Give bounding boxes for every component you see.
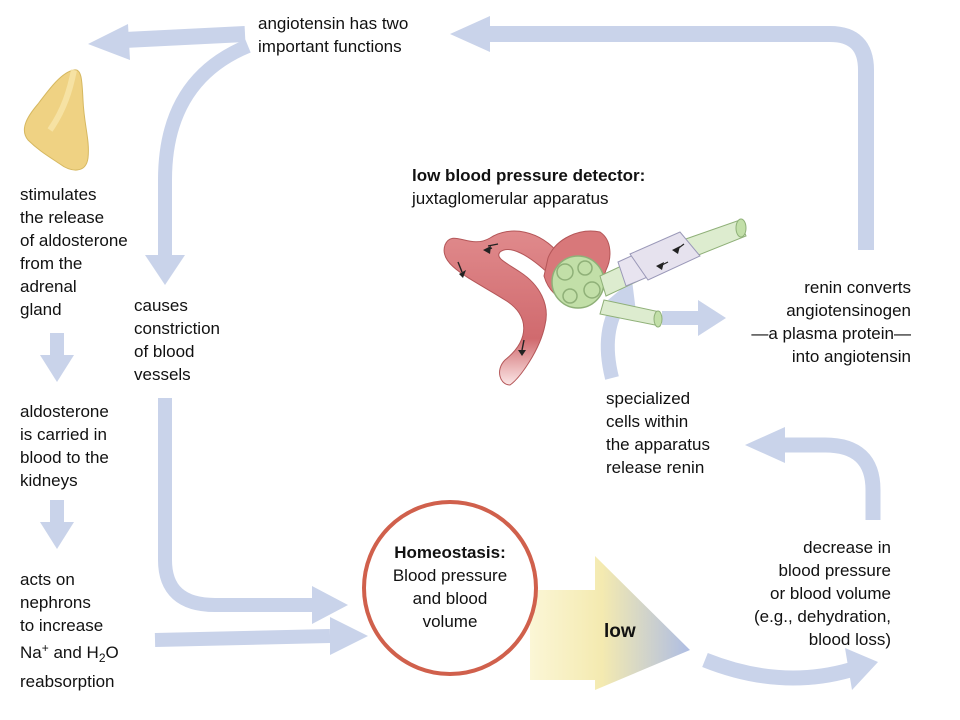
causes-constriction-label: causes constriction of blood vessels: [134, 296, 220, 384]
arrow-reabsorption-to-homeostasis: [154, 617, 368, 655]
arrow-low-to-decrease: [702, 648, 878, 690]
arrow-aldosterone-to-acts: [40, 500, 74, 549]
juxtaglomerular-apparatus-icon: [443, 218, 747, 386]
arrow-apparatus-to-renin: [662, 300, 726, 336]
aldosterone-carried-label: aldosterone is carried in blood to the k…: [20, 402, 109, 490]
arrow-to-adrenal-gland: [88, 24, 246, 60]
detector-label: low blood pressure detector: juxtaglomer…: [412, 164, 645, 210]
low-arrow: [530, 556, 690, 690]
arrow-specialized-to-apparatus: [600, 280, 636, 380]
homeostasis-circle: [362, 500, 538, 676]
arrow-decrease-to-specialized: [745, 427, 881, 520]
low-label: low: [604, 621, 636, 642]
glomerulus-icon: [551, 255, 605, 309]
angiotensin-functions-label: angiotensin has two important functions: [258, 14, 409, 56]
homeostasis-label: Homeostasis: Blood pressure and blood vo…: [370, 541, 530, 633]
detector-subtitle: juxtaglomerular apparatus: [412, 189, 609, 208]
detector-title: low blood pressure detector:: [412, 166, 646, 185]
na-h2o-line: Na+ and H2O: [20, 641, 119, 665]
renin-converts-label: renin converts angiotensinogen —a plasma…: [751, 278, 911, 366]
arrow-stimulates-to-aldosterone: [40, 333, 74, 382]
arrow-to-constriction: [145, 39, 251, 285]
adrenal-gland-icon: [23, 69, 89, 171]
specialized-cells-label: specialized cells within the apparatus r…: [606, 389, 710, 477]
stimulates-aldosterone-label: stimulates the release of aldosterone fr…: [20, 185, 128, 319]
acts-on-nephrons-label: acts on nephrons to increase Na+ and H2O…: [20, 570, 119, 691]
arrow-constriction-to-homeostasis: [158, 398, 348, 624]
decrease-label: decrease in blood pressure or blood volu…: [753, 538, 891, 649]
arrow-renin-to-angiotensin: [450, 16, 874, 250]
homeostasis-title: Homeostasis:: [394, 543, 506, 562]
